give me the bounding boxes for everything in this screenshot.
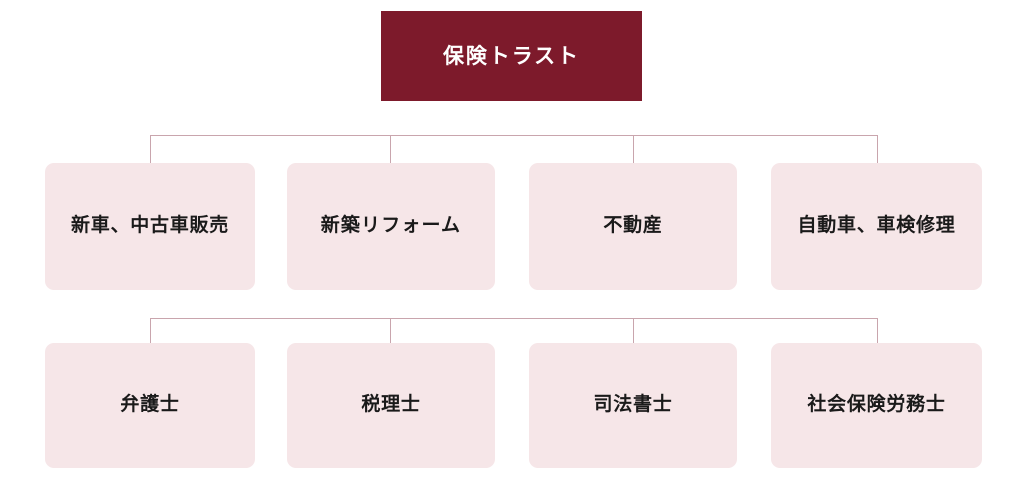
node-new-build-renovation[interactable]: 新築リフォーム [287,163,495,290]
connector-drop-row2-3 [633,318,634,343]
node-judicial-scrivener[interactable]: 司法書士 [529,343,737,468]
node-social-insurance-labor-consultant[interactable]: 社会保険労務士 [771,343,982,468]
connector-drop-row2-4 [877,318,878,343]
node-attorney[interactable]: 弁護士 [45,343,255,468]
node-label: 弁護士 [120,394,180,416]
node-label: 不動産 [603,215,663,237]
root-node[interactable]: 保険トラスト [381,11,642,101]
node-label: 新車、中古車販売 [70,215,230,237]
connector-bus-row1 [150,135,878,136]
node-automobile-inspection-repair[interactable]: 自動車、車検修理 [771,163,982,290]
node-label: 社会保険労務士 [807,394,946,416]
connector-drop-row2-2 [390,318,391,343]
connector-drop-row2-1 [150,318,151,343]
node-label: 税理士 [361,394,421,416]
node-tax-accountant[interactable]: 税理士 [287,343,495,468]
connector-bus-row2 [150,318,878,319]
node-label: 新築リフォーム [320,215,462,237]
connector-drop-row1-4 [877,135,878,163]
node-real-estate[interactable]: 不動産 [529,163,737,290]
connector-drop-row1-2 [390,135,391,163]
node-new-and-used-car-sales[interactable]: 新車、中古車販売 [45,163,255,290]
connector-drop-row1-1 [150,135,151,163]
connector-drop-row1-3 [633,135,634,163]
root-node-label: 保険トラスト [443,44,580,68]
node-label: 司法書士 [593,394,673,416]
node-label: 自動車、車検修理 [797,215,956,237]
